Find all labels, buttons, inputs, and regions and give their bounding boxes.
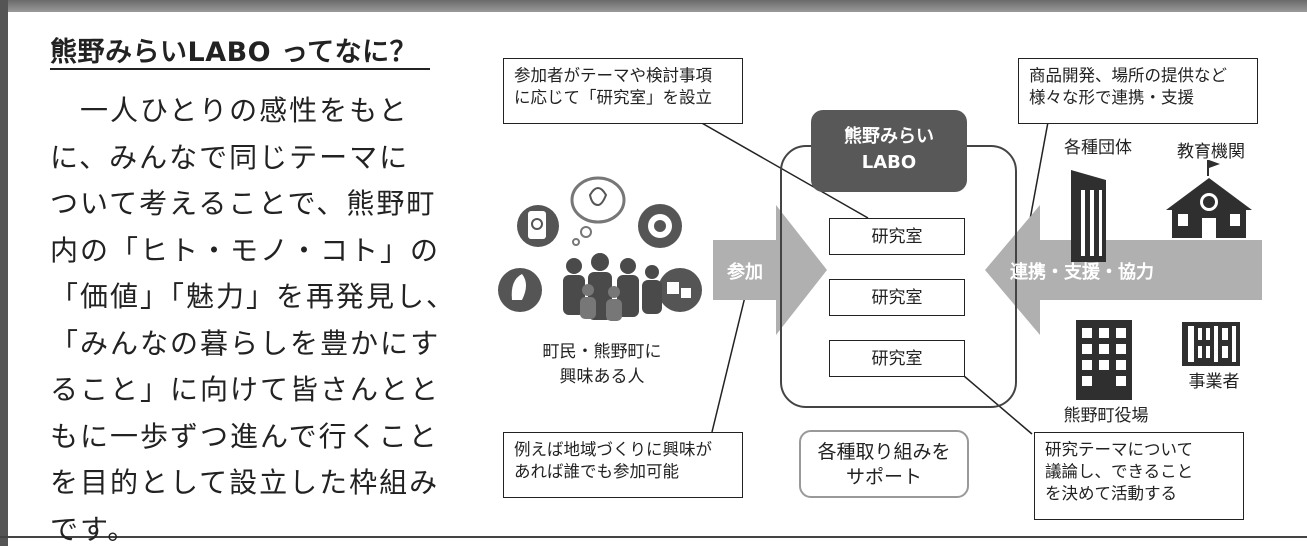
heading-underline [50,68,430,70]
callout-line: 研究テーマについて [1045,440,1194,459]
support-arrow [985,205,1262,335]
org-label-town-office: 熊野町役場 [1063,406,1149,426]
left-frame-bar [0,0,8,546]
support-arrow-label: 連携・支援・協力 [1010,262,1154,283]
callout-line: 参加者がテーマや検討事項 [514,66,712,85]
office-building-icon [1071,170,1106,262]
intro-line: 一人ひとりの感性をもと [50,94,409,127]
people-caption-line: 町民・熊野町に [542,342,662,362]
join-arrow-label: 参加 [727,262,763,283]
support-box-line: サポート [845,466,922,488]
intro-paragraph: 一人ひとりの感性をもと に、みんなで同じテーマに ついて考えることで、熊野町 内… [50,88,457,546]
intro-line: ついて考えることで、熊野町 [50,187,437,220]
town-office-icon [1076,320,1132,400]
callout-line: を決めて活動する [1045,484,1177,503]
callout-line: 例えば地域づくりに興味が [514,440,712,459]
org-label-businesses: 事業者 [1188,372,1240,392]
callout-line: あれば誰でも参加可能 [514,462,679,481]
intro-line: に、みんなで同じテーマに [50,140,410,174]
business-building-icon [1182,322,1240,366]
intro-line: を目的として設立した枠組み [50,466,440,499]
org-label-education: 教育機関 [1177,142,1245,162]
school-icon [1166,160,1252,238]
labo-title-line: 熊野みらい [844,126,934,147]
intro-line: 「価値」「魅力」を再発見し、 [50,280,457,313]
callout-lab-setup: 参加者がテーマや検討事項 に応じて「研究室」を設立 [503,58,743,124]
support-box-line: 各種取り組みを [817,441,951,463]
people-caption-line: 興味ある人 [559,367,645,387]
lab-box: 研究室 [829,218,965,255]
labo-title-block: 熊野みらい LABO [811,110,967,192]
support-box: 各種取り組みを サポート [799,430,969,498]
callout-line: 商品開発、場所の提供など [1029,66,1227,85]
intro-line: もに一歩ずつ進んで行くこと [50,419,439,453]
callout-line: 議論し、できること [1045,462,1194,481]
callout-anyone-can-join: 例えば地域づくりに興味が あれば誰でも参加可能 [503,432,743,498]
lab-box: 研究室 [829,279,965,316]
lab-box: 研究室 [829,340,965,377]
callout-research-activity: 研究テーマについて 議論し、できること を決めて活動する [1034,432,1244,520]
intro-line: です。 [50,512,138,546]
callout-line: 様々な形で連携・支援 [1029,88,1194,107]
intro-line: ること」に向けて皆さんとと [50,373,441,406]
top-frame-bar [0,0,1307,12]
intro-line: 内の「ヒト・モノ・コト」の [50,233,441,267]
callout-line: に応じて「研究室」を設立 [514,88,712,107]
callout-collaboration: 商品開発、場所の提供など 様々な形で連携・支援 [1018,58,1258,124]
people-caption: 町民・熊野町に 興味ある人 [522,340,682,390]
bottom-frame-line [0,536,1307,538]
labo-title-line: LABO [861,152,917,173]
join-arrow [713,205,827,335]
section-heading: 熊野みらいLABO ってなに？ [50,37,418,68]
org-label-groups: 各種団体 [1064,138,1132,158]
intro-line: 「みんなの暮らしを豊かにす [50,326,441,360]
people-group-icon [498,176,702,321]
